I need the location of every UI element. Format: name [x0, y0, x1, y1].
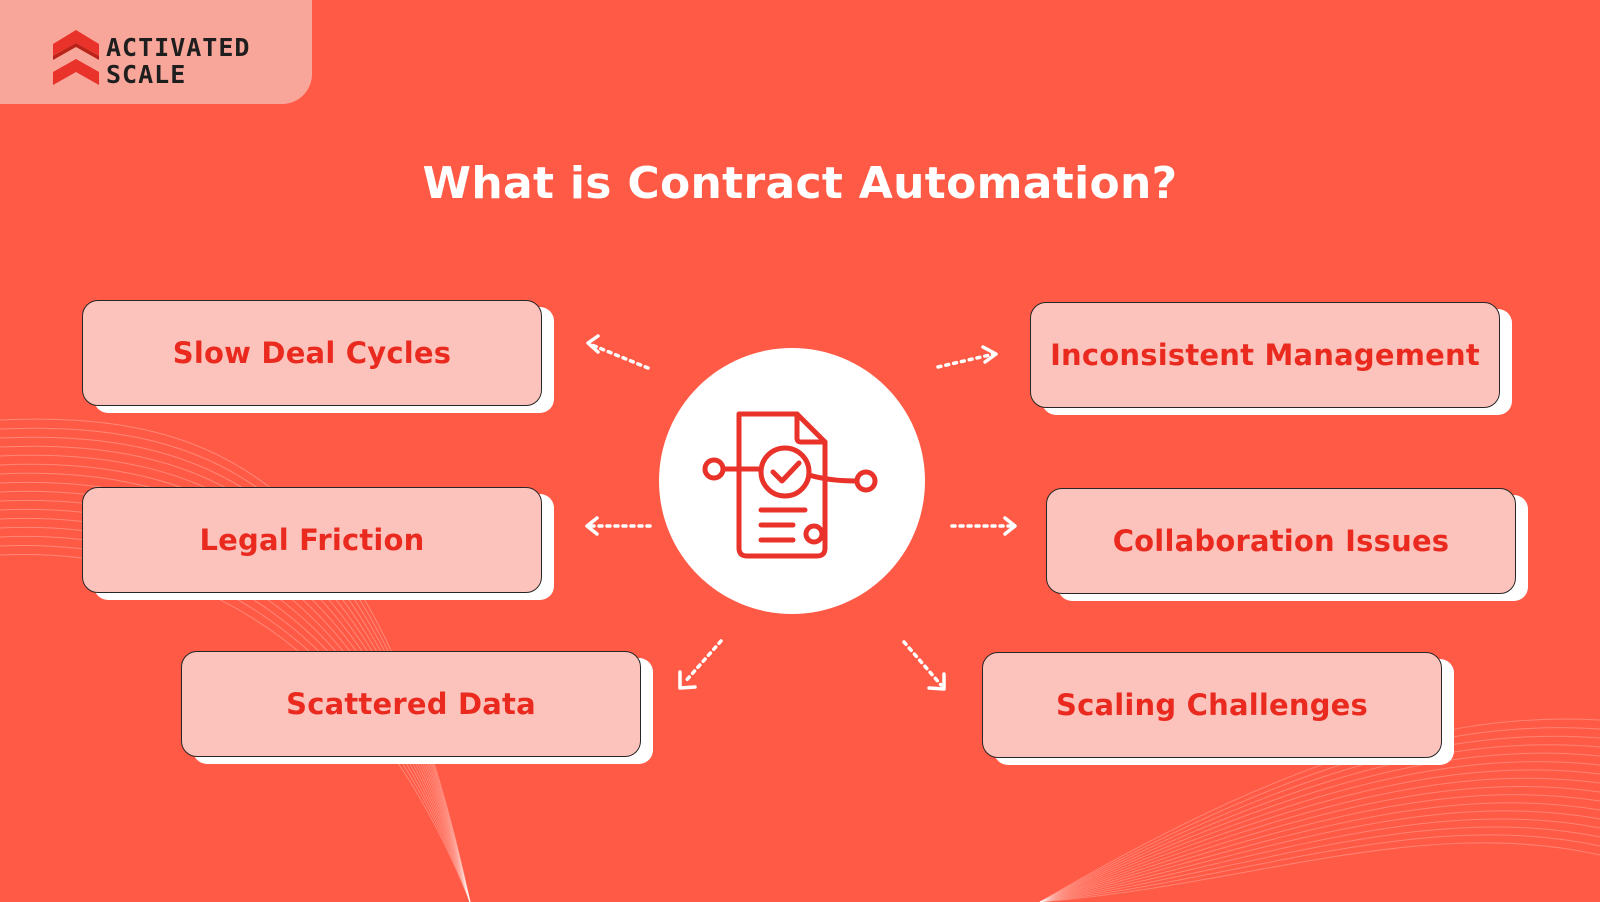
logo-wordmark: ACTIVATED SCALE [106, 34, 250, 88]
node-slow-deal-cycles: Slow Deal Cycles [82, 300, 554, 413]
node-inconsistent-management: Inconsistent Management [1030, 302, 1512, 415]
node-label: Slow Deal Cycles [172, 336, 452, 370]
arrow-to-legal-friction [585, 516, 652, 536]
node-legal-friction: Legal Friction [82, 487, 554, 600]
logo-panel: ACTIVATED SCALE [0, 0, 312, 104]
card-face: Scattered Data [181, 651, 641, 757]
node-label: Scattered Data [286, 687, 536, 721]
arrow-to-scaling-challenges [902, 640, 946, 691]
arrow-to-scattered-data [678, 639, 723, 690]
node-collaboration-issues: Collaboration Issues [1046, 488, 1528, 601]
card-face: Scaling Challenges [982, 652, 1442, 758]
logo-line-2: SCALE [106, 60, 187, 89]
node-label: Scaling Challenges [1055, 688, 1368, 722]
card-face: Inconsistent Management [1030, 302, 1500, 408]
logo-line-1: ACTIVATED [106, 33, 251, 62]
node-scaling-challenges: Scaling Challenges [982, 652, 1454, 765]
arrow-to-inconsistent-management [936, 345, 998, 369]
logo-chevron-icon [53, 30, 99, 85]
contract-check-icon [702, 411, 878, 559]
card-face: Slow Deal Cycles [82, 300, 542, 406]
node-label: Legal Friction [199, 523, 425, 557]
center-hub [659, 348, 925, 614]
node-scattered-data: Scattered Data [181, 651, 653, 764]
arrow-to-slow-deal-cycles [586, 334, 650, 370]
node-label: Inconsistent Management [1050, 338, 1480, 372]
card-face: Collaboration Issues [1046, 488, 1516, 594]
page-title: What is Contract Automation? [422, 158, 1178, 209]
node-label: Collaboration Issues [1112, 524, 1450, 558]
card-face: Legal Friction [82, 487, 542, 593]
arrow-to-collaboration-issues [950, 516, 1017, 536]
